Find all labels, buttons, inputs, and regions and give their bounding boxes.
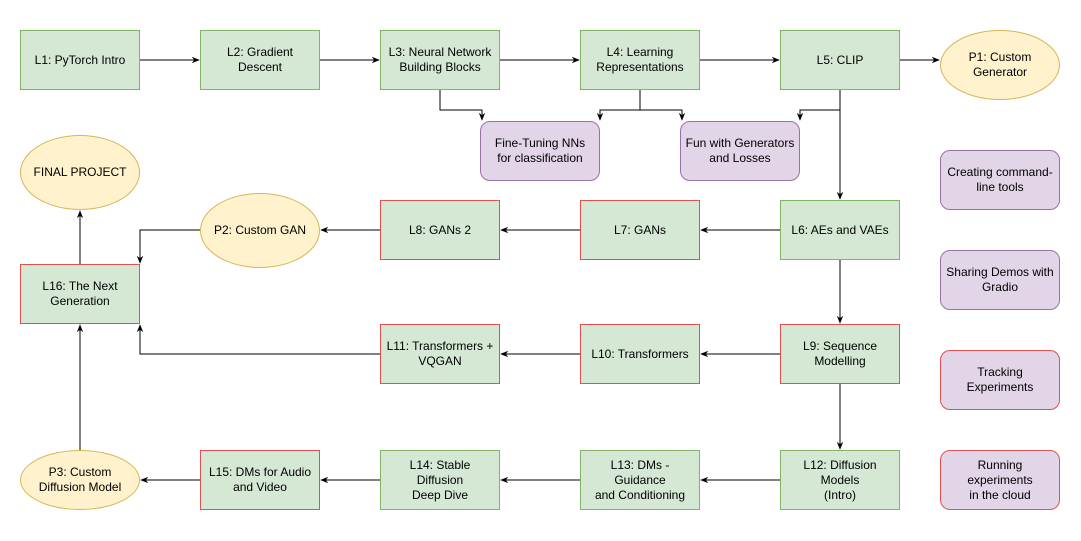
lesson-l2: L2: Gradient Descent bbox=[200, 30, 320, 90]
topic-finetune: Fine-Tuning NNs for classification bbox=[480, 121, 600, 181]
lesson-l13: L13: DMs - Guidance and Conditioning bbox=[580, 450, 700, 510]
lesson-l5: L5: CLIP bbox=[780, 30, 900, 90]
topic-fun-generators: Fun with Generators and Losses bbox=[680, 121, 800, 181]
lesson-l15: L15: DMs for Audio and Video bbox=[200, 450, 320, 510]
lesson-l6: L6: AEs and VAEs bbox=[780, 200, 900, 260]
edge-l4-fun bbox=[639, 90, 686, 121]
lesson-l10: L10: Transformers bbox=[580, 324, 700, 384]
lesson-l9: L9: Sequence Modelling bbox=[780, 324, 900, 384]
topic-tracking-experiments: Tracking Experiments bbox=[940, 350, 1060, 410]
project-p1: P1: Custom Generator bbox=[940, 30, 1060, 100]
edge-l3-finetune bbox=[439, 90, 486, 121]
lesson-l3: L3: Neural Network Building Blocks bbox=[380, 30, 500, 90]
project-p2: P2: Custom GAN bbox=[200, 193, 320, 268]
edge-l11-l16 bbox=[136, 324, 380, 355]
topic-cloud-experiments: Running experiments in the cloud bbox=[940, 450, 1060, 510]
lesson-l8: L8: GANs 2 bbox=[380, 200, 500, 260]
project-p3: P3: Custom Diffusion Model bbox=[20, 450, 140, 510]
lesson-l11: L11: Transformers + VQGAN bbox=[380, 324, 500, 384]
lesson-l4: L4: Learning Representations bbox=[580, 30, 700, 90]
edge-l4-finetune bbox=[596, 90, 641, 121]
lesson-l7: L7: GANs bbox=[580, 200, 700, 260]
lesson-l14: L14: Stable Diffusion Deep Dive bbox=[380, 450, 500, 510]
topic-gradio-demos: Sharing Demos with Gradio bbox=[940, 250, 1060, 310]
edge-l5-fun bbox=[796, 90, 841, 121]
lesson-l1: L1: PyTorch Intro bbox=[20, 30, 140, 90]
lesson-l16: L16: The Next Generation bbox=[20, 264, 140, 324]
lesson-l12: L12: Diffusion Models (Intro) bbox=[780, 450, 900, 510]
edge-p2-l16 bbox=[136, 229, 200, 264]
project-final: FINAL PROJECT bbox=[20, 135, 140, 210]
topic-cli-tools: Creating command- line tools bbox=[940, 150, 1060, 210]
